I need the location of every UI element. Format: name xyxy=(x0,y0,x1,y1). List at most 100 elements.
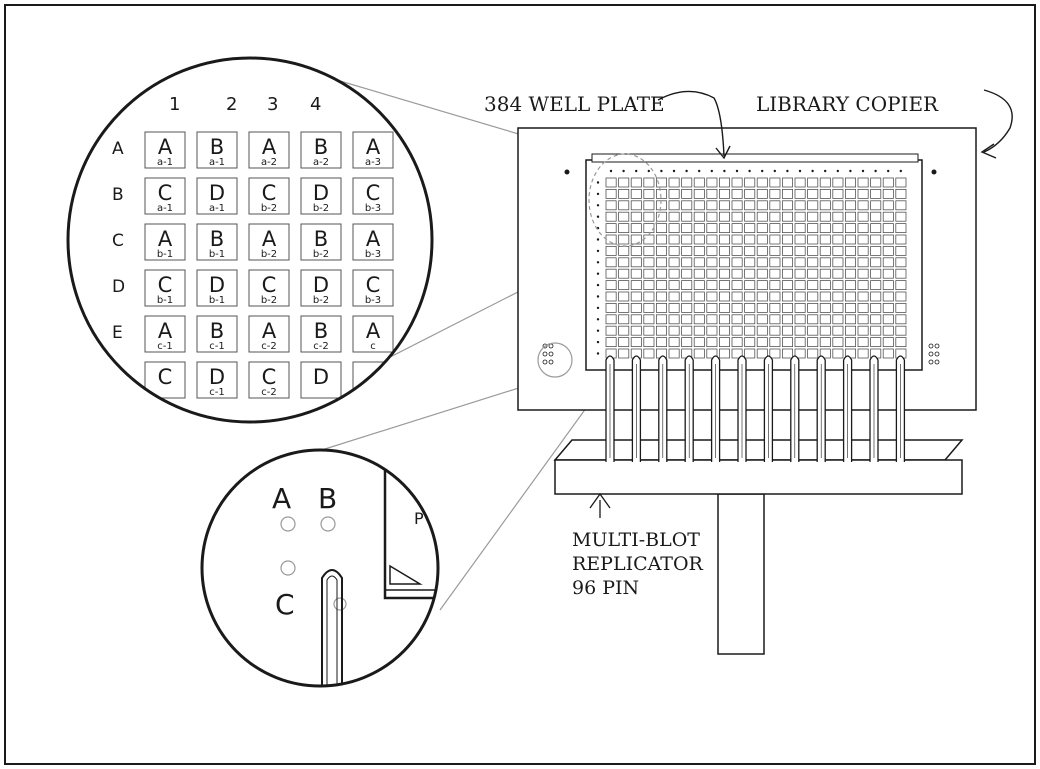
plate-well xyxy=(807,223,819,234)
plate-well xyxy=(681,257,693,268)
plate-well xyxy=(618,291,630,302)
plate-well xyxy=(706,177,718,188)
plate-well xyxy=(832,177,844,188)
zoom-well xyxy=(248,315,290,353)
plate-well xyxy=(807,348,819,359)
zoom-well xyxy=(248,269,290,307)
pin-marker-left xyxy=(542,343,554,365)
plate-well xyxy=(870,314,882,325)
zoom-well-letter: D xyxy=(313,365,329,389)
zoom-well-index: a-3 xyxy=(365,157,381,168)
zoom-well xyxy=(196,269,238,307)
plate-well xyxy=(756,200,768,211)
zoom-well xyxy=(248,131,290,169)
plate-col-mark xyxy=(672,169,676,173)
plate-well xyxy=(769,302,781,313)
zoom-well-letter: A xyxy=(158,227,173,251)
plate-well xyxy=(819,177,831,188)
plate-well xyxy=(693,245,705,256)
plate-well xyxy=(769,268,781,279)
zoom-pin-holes xyxy=(280,516,347,611)
zoom-well-index: b-3 xyxy=(365,203,381,214)
plate-well xyxy=(693,257,705,268)
plate-well xyxy=(857,291,869,302)
plate-row-mark xyxy=(596,261,600,264)
zoom-well-index: a-1 xyxy=(157,157,173,168)
plate-col-mark xyxy=(735,169,739,173)
plate-well xyxy=(756,337,768,348)
zoom-well-index: b-2 xyxy=(261,295,277,306)
plate-well xyxy=(643,268,655,279)
zoom-well-letter: B xyxy=(314,227,328,251)
zoom-well-letter: C xyxy=(262,181,277,205)
plate-well xyxy=(832,200,844,211)
zoom-well xyxy=(196,131,238,169)
zoom-well-letter: C xyxy=(366,181,381,205)
plate-well xyxy=(744,280,756,291)
plate-well xyxy=(870,177,882,188)
plate-well xyxy=(731,348,743,359)
plate-well xyxy=(845,177,857,188)
plate-col-mark xyxy=(824,169,827,173)
plate-well xyxy=(693,188,705,199)
plate-well xyxy=(668,291,680,302)
plate-well xyxy=(719,314,731,325)
plate-well xyxy=(832,314,844,325)
plate-well xyxy=(630,177,642,188)
plate-well xyxy=(756,211,768,222)
plate-col-mark xyxy=(685,169,688,173)
plate-well xyxy=(630,200,642,211)
plate-well xyxy=(832,188,844,199)
plate-well xyxy=(782,337,794,348)
plate-well xyxy=(807,257,819,268)
plate-well xyxy=(719,302,731,313)
zoom-well-index: c-2 xyxy=(261,341,276,352)
plate-well xyxy=(618,200,630,211)
plate-well xyxy=(744,257,756,268)
plate-col-mark xyxy=(836,169,839,173)
plate-well xyxy=(807,200,819,211)
plate-well xyxy=(782,245,794,256)
plate-well xyxy=(769,177,781,188)
zoom-well xyxy=(144,315,186,353)
plate-well xyxy=(819,268,831,279)
plate-well xyxy=(605,211,617,222)
plate-row-mark xyxy=(596,306,600,310)
zoom-well xyxy=(196,223,238,261)
plate-well xyxy=(706,268,718,279)
plate-well xyxy=(782,223,794,234)
plate-well xyxy=(756,348,768,359)
plate-well xyxy=(756,280,768,291)
plate-well xyxy=(769,348,781,359)
plate-well xyxy=(643,211,655,222)
plate-well xyxy=(643,314,655,325)
plate-well xyxy=(819,188,831,199)
plate-well xyxy=(870,245,882,256)
plate-col-mark xyxy=(786,169,789,173)
plate-col-mark xyxy=(710,169,713,173)
plate-well xyxy=(882,234,894,245)
plate-well xyxy=(794,302,806,313)
plate-col-mark xyxy=(811,169,814,173)
plate-well xyxy=(731,245,743,256)
label-library-copier: LIBRARY COPIER xyxy=(756,92,939,116)
plate-well xyxy=(782,348,794,359)
plate-well xyxy=(845,200,857,211)
plate-well xyxy=(895,302,907,313)
plate-well xyxy=(731,302,743,313)
plate-well xyxy=(668,337,680,348)
plate-well xyxy=(782,314,794,325)
plate-well xyxy=(895,234,907,245)
plate-well xyxy=(630,314,642,325)
plate-well xyxy=(630,234,642,245)
plate-well xyxy=(882,280,894,291)
plate-well xyxy=(794,188,806,199)
plate-col-mark xyxy=(622,169,625,173)
plate-well xyxy=(794,314,806,325)
zoom-well-index: b-2 xyxy=(313,249,329,260)
plate-well xyxy=(882,200,894,211)
plate-well xyxy=(882,314,894,325)
plate-well xyxy=(756,188,768,199)
plate-well xyxy=(706,211,718,222)
